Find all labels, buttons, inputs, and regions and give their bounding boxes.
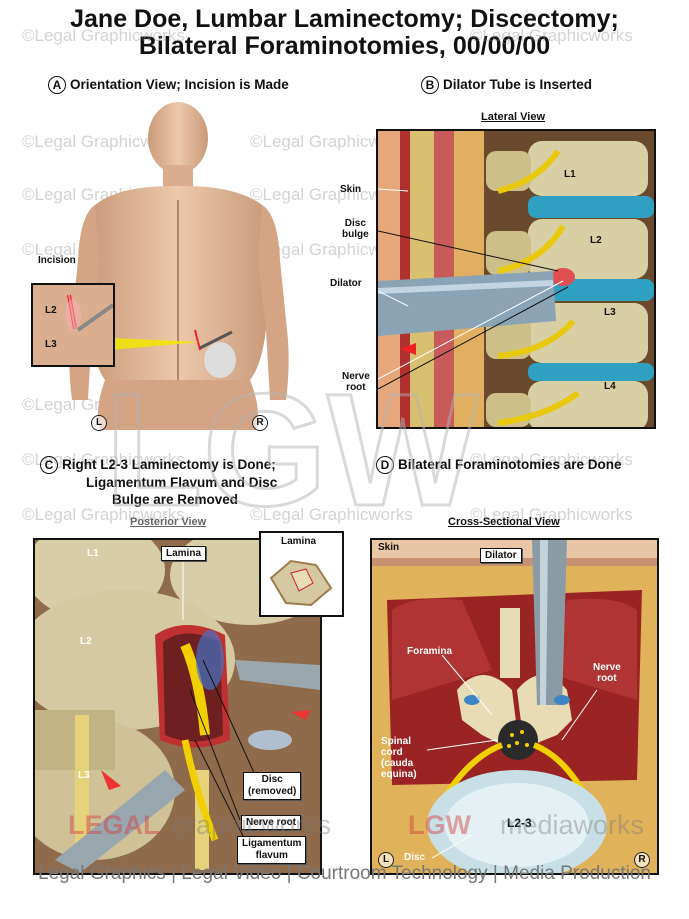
posterior-view-label: Posterior View [130, 516, 207, 528]
dilator-label-b: Dilator [330, 278, 362, 289]
incision-label: Incision [38, 255, 76, 266]
section-a-text: Orientation View; Incision is Made [70, 77, 289, 92]
section-c-line2: Ligamentum Flavum and Disc [86, 475, 278, 490]
posterior-l1-label: L1 [87, 548, 99, 559]
posterior-l3-label: L3 [78, 770, 90, 781]
section-letter-a: A [48, 76, 66, 94]
spinal-cord-line1: Spinal [381, 736, 412, 747]
disc-bulge-line1: Disc [344, 218, 366, 229]
panel-a-right-marker: R [252, 415, 268, 431]
disc-removed-line2: (removed) [248, 786, 297, 797]
watermark: ©Legal Graphicworks [250, 132, 413, 151]
lateral-l1-label: L1 [564, 169, 576, 180]
section-c-line3: Bulge are Removed [112, 492, 239, 507]
inset-l3-label: L3 [45, 339, 57, 350]
watermark: ©Legal Graphicworks [470, 450, 633, 469]
section-letter-b: B [421, 76, 439, 94]
lateral-l3-label: L3 [604, 307, 616, 318]
brand-lgw: LGW [408, 810, 471, 840]
ligamentum-line1: Ligamentum [242, 838, 302, 849]
lamina-inset: Lamina [259, 531, 344, 617]
disc-removed-label: Disc(removed) [243, 772, 302, 800]
lamina-label: Lamina [161, 546, 207, 561]
watermark: ©Legal Graphicworks [22, 132, 185, 151]
watermark: ©Legal Graphicworks [250, 240, 413, 259]
brand-mediaworks: mediaworks [500, 810, 645, 840]
disc-level-label: L2-3 [507, 816, 532, 830]
nerve-root-d-line2: root [597, 673, 617, 684]
nerve-root-d-line1: Nerve [593, 662, 621, 673]
panel-b-lateral: L1 L2 L3 L4 [376, 129, 656, 429]
panel-d-right-marker: R [634, 852, 650, 868]
skin-label-d: Skin [378, 542, 400, 553]
page-title-line2: Bilateral Foraminotomies, 00/00/00 [138, 32, 551, 60]
watermark: ©Legal Graphicworks [250, 505, 413, 524]
lateral-l2-label: L2 [590, 235, 602, 246]
lateral-view-label: Lateral View [481, 111, 545, 123]
section-d-text: Bilateral Foraminotomies are Done [398, 457, 622, 472]
posterior-l2-label: L2 [80, 636, 92, 647]
watermark: ©Legal Graphicworks [470, 505, 633, 524]
section-c-line1: Right L2-3 Laminectomy is Done; [62, 457, 276, 472]
watermark: ©Legal Graphicworks [22, 450, 185, 469]
brand-graphicworks: graphicworks [172, 810, 332, 840]
brand-legal: LEGAL [68, 810, 160, 840]
section-letter-d: D [376, 456, 394, 474]
section-a-title: A Orientation View; Incision is Made [48, 76, 289, 94]
spinal-cord-line2: cord [381, 747, 403, 758]
page-title-line1: Jane Doe, Lumbar Laminectomy; Discectomy… [70, 5, 619, 33]
nerve-root-label-c: Nerve root [241, 815, 302, 830]
watermark: ©Legal Graphicworks [250, 185, 413, 204]
section-d-title: D Bilateral Foraminotomies are Done [376, 456, 622, 474]
cross-sectional-view-label: Cross-Sectional View [448, 516, 560, 528]
ligamentum-line2: flavum [255, 850, 288, 861]
lateral-spine-illustration [378, 131, 654, 427]
section-b-title: B Dilator Tube is Inserted [421, 76, 592, 94]
spinal-cord-line3: (cauda [381, 758, 414, 769]
panel-a-left-marker: L [91, 415, 107, 431]
watermark: ©Legal Graphicworks [470, 26, 633, 45]
foramina-label: Foramina [407, 646, 453, 657]
incision-inset-illustration [33, 285, 113, 365]
skin-label-b: Skin [340, 184, 362, 195]
lamina-fragments-illustration [269, 559, 333, 607]
watermark: ©Legal Graphicworks [22, 505, 185, 524]
dilator-label-d: Dilator [480, 548, 522, 563]
footer-services: Legal Graphics | Legal Video | Courtroom… [38, 863, 651, 884]
disc-removed-line1: Disc [261, 774, 283, 785]
disc-label-d: Disc [404, 852, 426, 863]
nerve-root-b-line1: Nerve [342, 371, 370, 382]
nerve-root-b-line2: root [346, 382, 366, 393]
disc-bulge-line2: bulge [342, 229, 369, 240]
spinal-cord-line4: equina) [381, 769, 417, 780]
watermark: ©Legal Graphicworks [22, 26, 185, 45]
lamina-inset-label: Lamina [281, 536, 317, 547]
inset-l2-label: L2 [45, 305, 57, 316]
incision-inset: L2 L3 [31, 283, 115, 367]
cross-section-illustration [372, 540, 657, 873]
lateral-l4-label: L4 [604, 381, 616, 392]
section-b-text: Dilator Tube is Inserted [443, 77, 593, 92]
panel-d-left-marker: L [378, 852, 394, 868]
